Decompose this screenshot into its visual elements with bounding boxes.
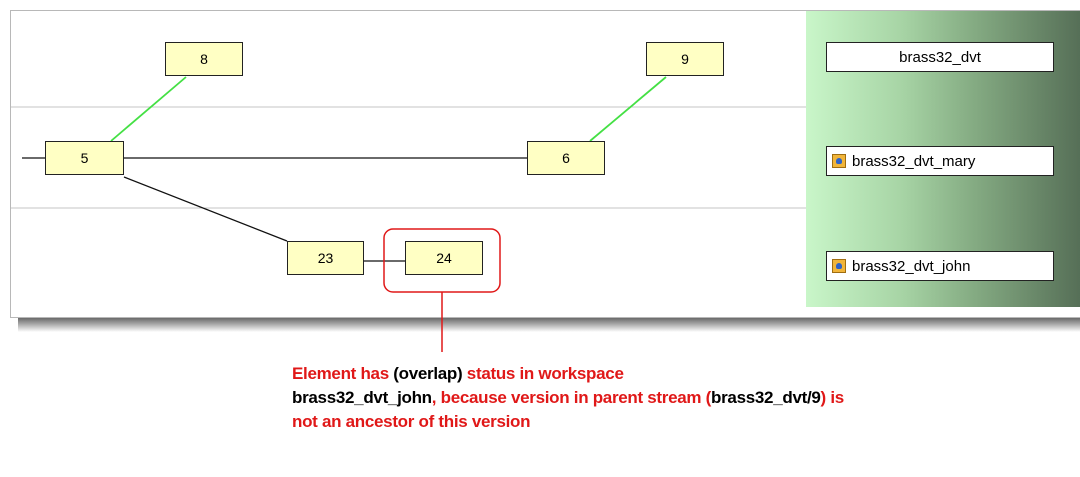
version-node-5[interactable]: 5 [45, 141, 124, 175]
stream-brass32-dvt-john[interactable]: brass32_dvt_john [826, 251, 1054, 281]
merge-edge-5-8 [110, 76, 187, 142]
version-node-9[interactable]: 9 [646, 42, 724, 76]
version-label: 5 [80, 150, 89, 166]
workspace-icon [832, 259, 846, 273]
stream-label: brass32_dvt_mary [852, 152, 976, 170]
version-node-24[interactable]: 24 [405, 241, 483, 275]
callout-text: status in workspace [462, 364, 624, 383]
version-node-6[interactable]: 6 [527, 141, 605, 175]
edge-5-to-23 [123, 176, 288, 242]
callout-text: , because version in parent stream ( [431, 388, 712, 407]
version-label: 6 [562, 150, 570, 166]
version-label: 23 [317, 250, 334, 266]
callout-workspace-name: brass32_dvt_john [292, 388, 432, 407]
callout-text: ) is not an ancestor of this version [292, 388, 844, 431]
callout-text: Element has [292, 364, 394, 383]
version-label: 9 [681, 51, 689, 67]
callout-status: (overlap) [393, 364, 463, 383]
panel-shadow [18, 318, 1080, 332]
version-node-23[interactable]: 23 [287, 241, 364, 275]
stream-label: brass32_dvt [899, 48, 981, 66]
callout-parent-version: brass32_dvt/9 [711, 388, 821, 407]
version-label: 24 [436, 250, 452, 266]
stream-label: brass32_dvt_john [852, 257, 971, 275]
workspace-icon [832, 154, 846, 168]
merge-edge-6-9 [589, 76, 667, 142]
version-node-8[interactable]: 8 [165, 42, 243, 76]
version-label: 8 [200, 51, 208, 67]
stream-brass32-dvt-mary[interactable]: brass32_dvt_mary [826, 146, 1054, 176]
overlap-explanation-callout: Element has (overlap) status in workspac… [292, 362, 852, 434]
stream-brass32-dvt[interactable]: brass32_dvt [826, 42, 1054, 72]
